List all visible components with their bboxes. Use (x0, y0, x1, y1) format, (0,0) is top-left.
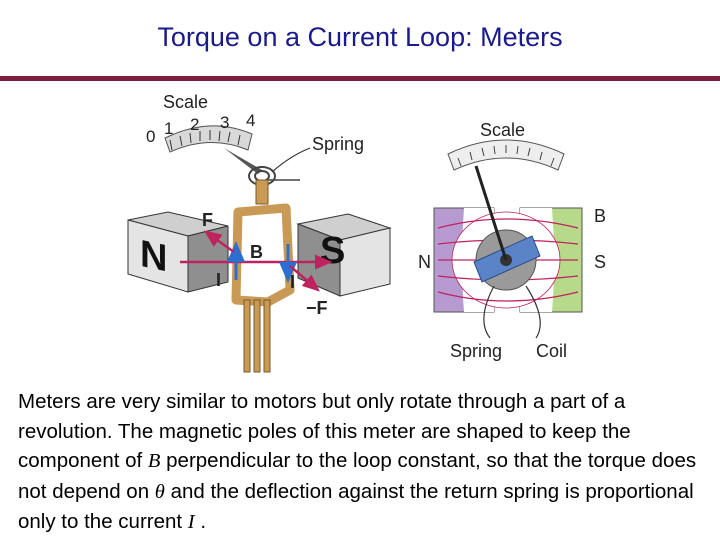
body-text-part4: . (194, 510, 207, 533)
right-pole-n-label: N (418, 252, 431, 272)
slide-title: Torque on a Current Loop: Meters (157, 22, 563, 52)
left-meter: Scale 0 1 2 3 4 Spring N S (127, 92, 392, 373)
magnet-s (339, 227, 391, 297)
current-loop (231, 203, 295, 307)
body-paragraph: Meters are very similar to motors but on… (18, 387, 708, 538)
body-text-part3: and the deflection against the return sp… (18, 479, 694, 534)
scale-tick-0: 0 (146, 127, 155, 146)
force-label: F (202, 210, 213, 230)
scale-tick-2: 2 (190, 115, 199, 134)
right-field-label: B (594, 206, 606, 226)
scale-tick-1: 1 (164, 119, 173, 138)
right-scale-arc (447, 139, 565, 171)
right-scale-label: Scale (480, 120, 525, 140)
current-label-right: I (290, 272, 295, 292)
body-text-part2: perpendicular to the loop constant, so t… (18, 449, 697, 503)
right-pointer (474, 165, 508, 261)
symbol-theta: θ (154, 480, 165, 503)
meter-figure: Scale 0 1 2 3 4 Spring N S (0, 84, 720, 374)
title-divider (0, 76, 720, 81)
right-spring-label: Spring (450, 341, 502, 361)
symbol-i: I (187, 511, 195, 533)
right-coil-label: Coil (536, 341, 567, 361)
neg-force-label: −F (306, 298, 328, 318)
current-label-left: I (216, 270, 221, 290)
scale-label: Scale (163, 92, 208, 112)
right-meter: Scale B N S (418, 120, 606, 361)
scale-tick-4: 4 (246, 111, 255, 130)
field-label-left: B (250, 242, 263, 262)
shaft (255, 179, 269, 205)
neg-force-arrow (289, 265, 320, 292)
pointer-needle (224, 148, 262, 174)
spring-label: Spring (312, 134, 364, 154)
pole-s-label: S (320, 230, 345, 272)
meter-diagram: Scale 0 1 2 3 4 Spring N S (127, 92, 606, 373)
symbol-b: B (147, 450, 161, 472)
pole-n-label: N (140, 232, 167, 280)
scale-tick-3: 3 (220, 113, 229, 132)
body-text-part1: Meters are very similar to motors but on… (18, 390, 631, 472)
right-pole-s-label: S (594, 252, 606, 272)
force-arrow (203, 230, 235, 254)
